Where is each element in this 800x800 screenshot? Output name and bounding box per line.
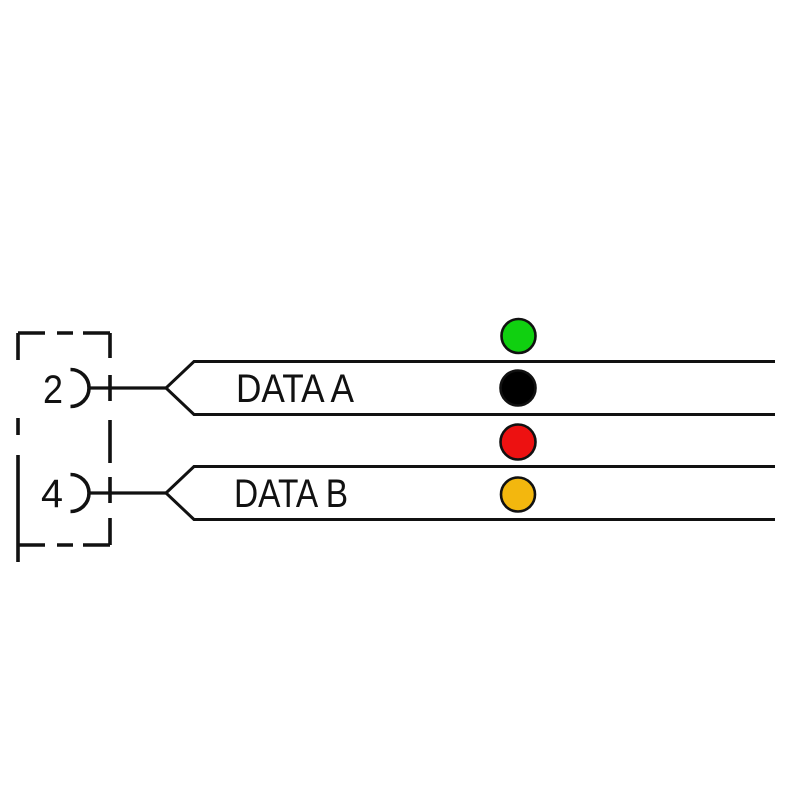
pin-4-label: 4	[41, 472, 63, 516]
wire-dot-green-icon	[500, 317, 537, 355]
wire-dot-red-icon	[499, 423, 537, 461]
wire-color-dots	[499, 317, 537, 513]
signal-label-data-b: DATA B	[234, 472, 348, 516]
signal-banner-data-b	[163, 465, 775, 521]
pin-wiring	[70, 367, 166, 514]
pin-2-female-contact-icon	[70, 367, 91, 409]
wire-dot-orange-icon	[499, 476, 537, 513]
connector-housing-outline	[16, 331, 112, 562]
pin-2-label: 2	[43, 368, 63, 412]
pin-4-female-contact-icon	[70, 472, 91, 514]
wire-dot-black-icon	[499, 369, 537, 407]
signal-banner-data-a	[163, 360, 775, 416]
signal-label-data-a: DATA A	[236, 367, 354, 411]
signal-banners	[163, 360, 775, 521]
